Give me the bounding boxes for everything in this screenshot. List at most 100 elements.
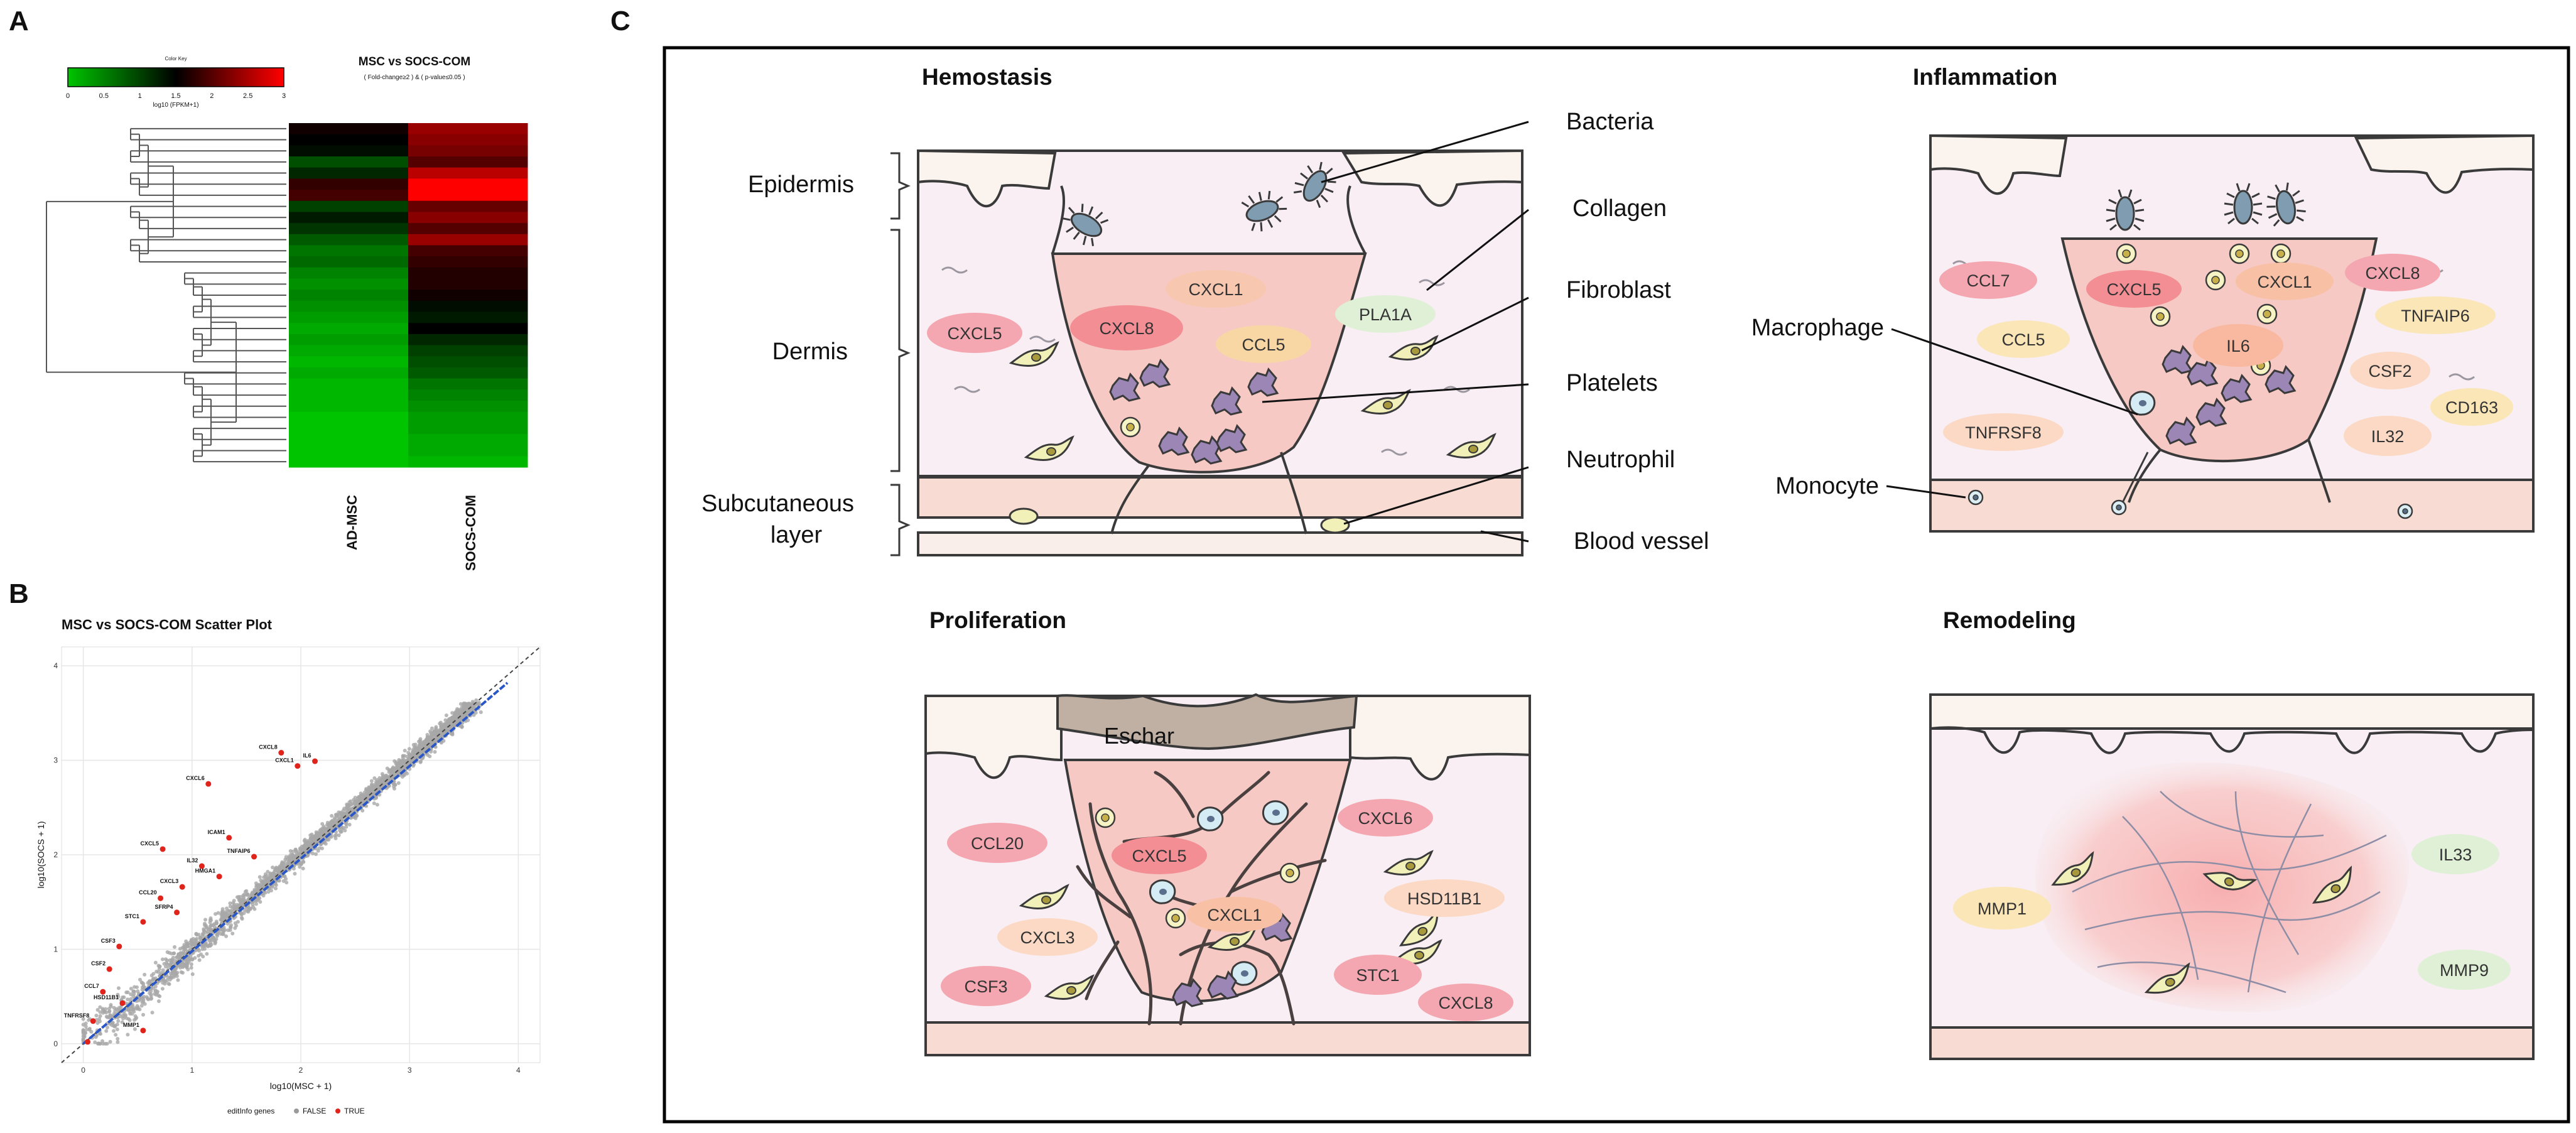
label-blood-vessel: Blood vessel xyxy=(1574,528,1709,555)
label-monocyte: Monocyte xyxy=(1775,473,1879,499)
scatter-title: MSC vs SOCS-COM Scatter Plot xyxy=(62,617,273,632)
color-key-bar xyxy=(67,67,284,87)
heatmap-cell xyxy=(408,312,528,323)
scatter-point-label: IL6 xyxy=(303,752,311,759)
gene-proliferation-cxcl3: CXCL3 xyxy=(997,918,1098,956)
heatmap-cell xyxy=(289,145,409,157)
panel-label-b: B xyxy=(9,578,29,609)
label-macrophage: Macrophage xyxy=(1751,315,1884,341)
scatter-point-true xyxy=(198,863,205,869)
gene-hemostasis-pla1a: PLA1A xyxy=(1335,295,1436,333)
svg-text:CXCL1: CXCL1 xyxy=(1207,906,1262,924)
heatmap-cell xyxy=(408,456,528,468)
scatter-legend: editInfo genes FALSE TRUE xyxy=(227,1107,365,1115)
heatmap-cell xyxy=(408,367,528,379)
heatmap-cell xyxy=(289,256,409,268)
scatter-point-label: STC1 xyxy=(125,913,139,919)
heatmap-cell xyxy=(408,200,528,212)
legend-false-label: FALSE xyxy=(303,1107,326,1115)
heatmap-cell xyxy=(408,345,528,357)
svg-text:STC1: STC1 xyxy=(1356,966,1399,985)
scatter-fit-line xyxy=(82,681,509,1045)
stage-title-proliferation: Proliferation xyxy=(929,607,1066,633)
legend-true-marker xyxy=(335,1109,340,1114)
heatmap-cell xyxy=(289,456,409,468)
svg-text:CD163: CD163 xyxy=(2445,398,2498,417)
panel-label-a: A xyxy=(9,6,29,36)
inflammation-blood-vessel xyxy=(1929,479,2535,533)
gene-inflammation-cxcl5: CXCL5 xyxy=(2086,270,2182,308)
scatter-point-label: ICAM1 xyxy=(208,829,225,835)
svg-text:HSD11B1: HSD11B1 xyxy=(1407,889,1481,908)
gene-inflammation-tnfaip6: TNFAIP6 xyxy=(2375,296,2496,334)
scatter-point-true xyxy=(226,835,232,841)
scatter-point-true xyxy=(140,919,146,925)
svg-text:MMP1: MMP1 xyxy=(1978,899,2027,918)
scatter-point-true xyxy=(85,1039,91,1045)
hemostasis-epidermis-right xyxy=(1341,149,1523,207)
heatmap-dendrogram xyxy=(46,127,286,463)
color-key-tick: 0.5 xyxy=(99,92,109,100)
heatmap-cell xyxy=(408,267,528,279)
scatter-x-tick: 1 xyxy=(190,1066,194,1075)
gene-proliferation-ccl20: CCL20 xyxy=(947,823,1047,863)
stage-hemostasis: Hemostasis CXCL1 CXCL5 xyxy=(701,64,1709,556)
scatter-point-true xyxy=(312,758,318,764)
color-key-tick: 0 xyxy=(66,92,70,100)
inflammation-leader-lines xyxy=(1886,328,2138,499)
scatter-point-label: CXCL5 xyxy=(141,840,160,847)
stage-title-inflammation: Inflammation xyxy=(1913,64,2057,90)
gene-inflammation-tnfrsf8: TNFRSF8 xyxy=(1943,413,2064,451)
heatmap-cell xyxy=(408,178,528,190)
scatter-ylabel: log10(SOCS + 1) xyxy=(36,821,46,889)
heatmap-cell xyxy=(408,411,528,423)
label-bacteria: Bacteria xyxy=(1566,109,1654,135)
label-collagen: Collagen xyxy=(1572,195,1667,222)
heatmap-cell xyxy=(289,123,409,135)
heatmap-cell xyxy=(408,333,528,346)
scatter-point-true xyxy=(295,763,301,769)
hemostasis-leader-lines xyxy=(1262,121,1529,543)
gene-inflammation-cxcl8: CXCL8 xyxy=(2345,254,2440,291)
scatter-x-tick: 0 xyxy=(81,1066,85,1075)
gene-hemostasis-ccl5: CCL5 xyxy=(1216,325,1311,363)
heatmap-cell xyxy=(408,123,528,135)
scatter-point-true xyxy=(119,1000,126,1006)
layer-label-dermis: Dermis xyxy=(772,339,848,365)
scatter-point-label: CXCL6 xyxy=(186,775,205,781)
gene-proliferation-cxcl8: CXCL8 xyxy=(1418,984,1513,1021)
heatmap-cell xyxy=(408,167,528,179)
scatter-x-tick: 2 xyxy=(299,1066,303,1075)
heatmap-cell xyxy=(289,234,409,246)
scatter-point-true xyxy=(106,966,112,972)
svg-text:CXCL1: CXCL1 xyxy=(2257,273,2312,291)
heatmap-cell xyxy=(408,300,528,313)
svg-text:IL33: IL33 xyxy=(2439,845,2472,864)
svg-text:CCL5: CCL5 xyxy=(2001,330,2045,349)
heatmap-cell xyxy=(289,378,409,390)
heatmap-cell xyxy=(289,134,409,146)
heatmap-column-socs-com: SOCS-COM xyxy=(463,495,479,571)
stage-title-hemostasis: Hemostasis xyxy=(922,64,1053,90)
heatmap-cell xyxy=(289,223,409,235)
scatter-point-label: CSF2 xyxy=(91,960,106,967)
svg-text:PLA1A: PLA1A xyxy=(1359,305,1412,324)
gene-proliferation-cxcl6: CXCL6 xyxy=(1338,799,1433,837)
color-key-tick: 2.5 xyxy=(243,92,252,100)
heatmap-cell xyxy=(408,156,528,168)
scatter-y-tick: 1 xyxy=(53,945,58,953)
scatter-point-label: CXCL3 xyxy=(160,878,179,884)
heatmap-cell xyxy=(289,389,409,401)
heatmap-cell xyxy=(408,378,528,390)
heatmap-cell xyxy=(408,323,528,335)
svg-text:TNFAIP6: TNFAIP6 xyxy=(2401,306,2470,325)
color-key-tick: 3 xyxy=(282,92,286,100)
gene-remodeling-il33: IL33 xyxy=(2411,834,2499,874)
heatmap-cell xyxy=(408,134,528,146)
scatter-point-true xyxy=(140,1027,146,1034)
heatmap-cells xyxy=(289,123,528,468)
heatmap-cell xyxy=(408,245,528,257)
scatter-point-true xyxy=(216,874,222,880)
